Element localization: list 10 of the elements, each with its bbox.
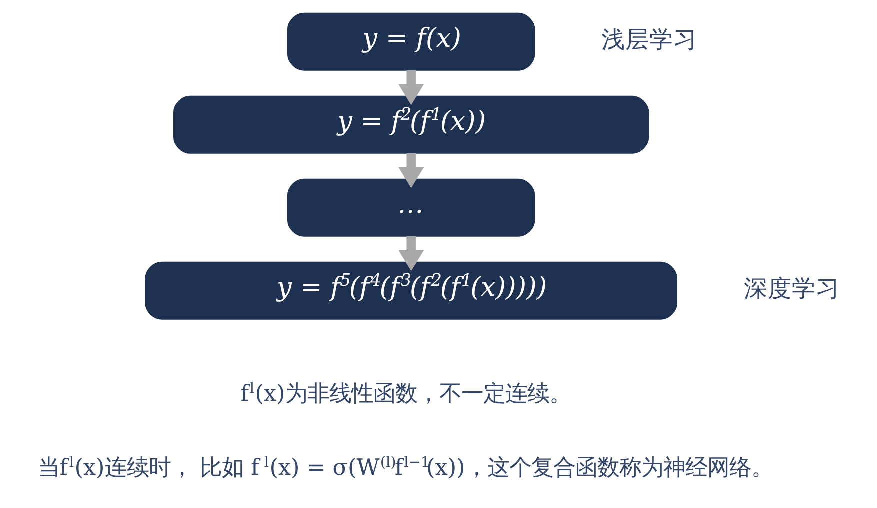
label: f$^{l}$(x)为非线性函数，不一定连续。 xyxy=(240,381,571,408)
node-box: y = f(x) xyxy=(286,12,535,71)
node-label: 深度学习 xyxy=(744,274,840,303)
node-box: … xyxy=(286,178,535,237)
arrow xyxy=(398,236,424,272)
arrow xyxy=(398,153,424,188)
arrow xyxy=(398,70,424,106)
node-box: y = f$^{2}$(f$^{1}$(x)) xyxy=(173,96,649,154)
label: 当f$^{l}$(x)连续时， 比如 f$^{l}$(x) = σ(W$^{(l)}$f$^{l−1}$(x))，这个复合函数称为神经网络。 xyxy=(37,454,773,481)
node-label: 浅层学习 xyxy=(601,26,698,54)
